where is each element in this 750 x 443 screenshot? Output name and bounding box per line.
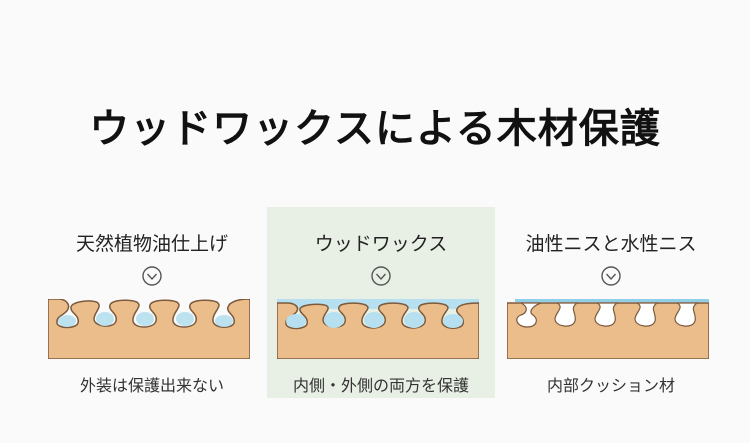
- wood-block: [48, 299, 250, 359]
- panel-wood-wax: ウッドワックス 内側・外側の両方を保護: [267, 207, 495, 398]
- panel-caption: 内部クッション材: [546, 376, 675, 395]
- varnish-film: [515, 299, 709, 302]
- page-title: ウッドワックスによる木材保護: [89, 106, 661, 152]
- wood-block: [277, 302, 479, 359]
- panel-caption: 外装は保護出来ない: [79, 376, 224, 395]
- panel-varnish: 油性ニスと水性ニス 内部クッション材: [497, 207, 725, 398]
- panel-title: ウッドワックス: [314, 233, 448, 255]
- chevron-down-circle-icon: [601, 266, 621, 286]
- panel-title: 油性ニスと水性ニス: [525, 233, 697, 255]
- chevron-down-circle-icon: [371, 266, 391, 286]
- wood-cross-section: [277, 299, 479, 359]
- panel-title: 天然植物油仕上げ: [75, 233, 228, 255]
- wood-cross-section: [48, 299, 250, 359]
- chevron-down-circle-icon: [142, 266, 162, 286]
- wood-cross-section: [507, 299, 709, 359]
- panel-natural-oil: 天然植物油仕上げ 外装は保護出来ない: [38, 207, 266, 398]
- panel-caption: 内側・外側の両方を保護: [292, 376, 469, 395]
